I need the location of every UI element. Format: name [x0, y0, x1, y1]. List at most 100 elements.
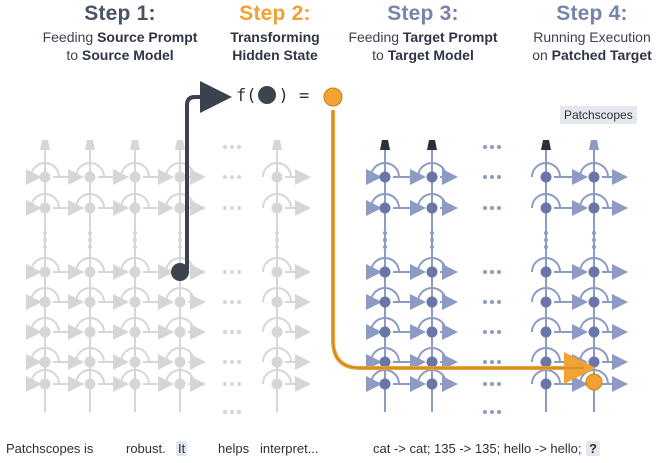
layer-ellipsis-dot — [275, 245, 279, 249]
node-arc — [120, 317, 150, 333]
hidden-state-node — [540, 356, 552, 368]
layer-ellipsis-dot — [430, 245, 434, 249]
node-arc — [262, 257, 292, 273]
hidden-state-node — [174, 202, 186, 214]
layer-ellipsis-dot — [88, 231, 92, 235]
hidden-state-node — [379, 356, 391, 368]
ellipsis-dot — [497, 410, 501, 414]
ellipsis-dot — [490, 330, 494, 334]
ellipsis-dot — [230, 330, 234, 334]
layer-ellipsis-dot — [592, 238, 596, 242]
node-arc — [370, 369, 400, 385]
node-arc — [417, 287, 447, 303]
output-cap — [427, 140, 437, 150]
node-arc — [30, 257, 60, 273]
ellipsis-dot — [230, 300, 234, 304]
output-cap — [175, 140, 185, 150]
layer-ellipsis-dot — [43, 231, 47, 235]
hidden-state-node — [39, 296, 51, 308]
ellipsis-dot — [223, 206, 227, 210]
ellipsis-dot — [483, 382, 487, 386]
hidden-state-node — [84, 171, 96, 183]
node-arc — [531, 162, 561, 178]
transformed-state — [323, 87, 343, 107]
target-prompt: cat -> cat; 135 -> 135; hello -> hello; — [373, 441, 582, 456]
hidden-state-node — [426, 356, 438, 368]
hidden-state-node — [588, 171, 600, 183]
source-token: interpret... — [260, 441, 319, 456]
output-cap — [272, 140, 282, 150]
node-arc — [30, 317, 60, 333]
ellipsis-dot — [490, 175, 494, 179]
hidden-state-node — [271, 296, 283, 308]
node-arc — [531, 193, 561, 209]
ellipsis-dot — [490, 270, 494, 274]
hidden-state-node — [588, 326, 600, 338]
node-arc — [75, 347, 105, 363]
hidden-state-node — [129, 378, 141, 390]
node-arc — [262, 317, 292, 333]
hidden-state-node — [84, 202, 96, 214]
hidden-state-node — [174, 378, 186, 390]
ellipsis-dot — [237, 300, 241, 304]
ellipsis-dot — [497, 270, 501, 274]
node-arc — [75, 287, 105, 303]
layer-ellipsis-dot — [430, 231, 434, 235]
ellipsis-dot — [230, 360, 234, 364]
node-arc — [262, 287, 292, 303]
extracted-hidden-state — [171, 263, 189, 281]
layer-ellipsis-dot — [133, 238, 137, 242]
node-arc — [30, 347, 60, 363]
node-arc — [370, 257, 400, 273]
ellipsis-dot — [483, 270, 487, 274]
node-arc — [579, 193, 609, 209]
hidden-state-node — [39, 202, 51, 214]
output-cap — [85, 140, 95, 150]
node-arc — [531, 317, 561, 333]
hidden-state-node — [379, 202, 391, 214]
node-arc — [75, 193, 105, 209]
source-token: robust. — [126, 441, 166, 456]
hidden-state-node — [588, 356, 600, 368]
ellipsis-dot — [237, 382, 241, 386]
ellipsis-dot — [490, 382, 494, 386]
hidden-state-node — [39, 171, 51, 183]
patch-arrow — [331, 110, 596, 384]
hidden-state-node — [426, 296, 438, 308]
hidden-state-node — [540, 378, 552, 390]
hidden-state-node — [379, 296, 391, 308]
hidden-state-node — [271, 266, 283, 278]
step3-title: Step 3: — [387, 2, 459, 25]
node-arc — [417, 317, 447, 333]
ellipsis-dot — [230, 410, 234, 414]
hidden-state-node — [426, 202, 438, 214]
node-arc — [579, 257, 609, 273]
hidden-state-node — [39, 326, 51, 338]
node-arc — [370, 162, 400, 178]
node-arc — [120, 369, 150, 385]
ellipsis-dot — [483, 300, 487, 304]
ellipsis-dot — [483, 175, 487, 179]
node-arc — [262, 193, 292, 209]
layer-ellipsis-dot — [43, 245, 47, 249]
patch-arrows — [171, 81, 603, 391]
node-arc — [370, 287, 400, 303]
hidden-state-node — [39, 356, 51, 368]
source-model-grid — [26, 140, 311, 414]
source-token: helps — [218, 441, 250, 456]
ellipsis-dot — [237, 175, 241, 179]
node-arc — [262, 347, 292, 363]
ellipsis-dot — [223, 330, 227, 334]
node-arc — [30, 162, 60, 178]
node-arc — [417, 257, 447, 273]
ellipsis-dot — [497, 300, 501, 304]
hidden-state-node — [588, 296, 600, 308]
node-arc — [417, 193, 447, 209]
layer-ellipsis-dot — [43, 238, 47, 242]
output-cap — [589, 140, 599, 150]
hidden-state-node — [426, 378, 438, 390]
step2-title: Step 2: — [239, 2, 311, 25]
ellipsis-dot — [497, 145, 501, 149]
output-cap — [130, 140, 140, 150]
